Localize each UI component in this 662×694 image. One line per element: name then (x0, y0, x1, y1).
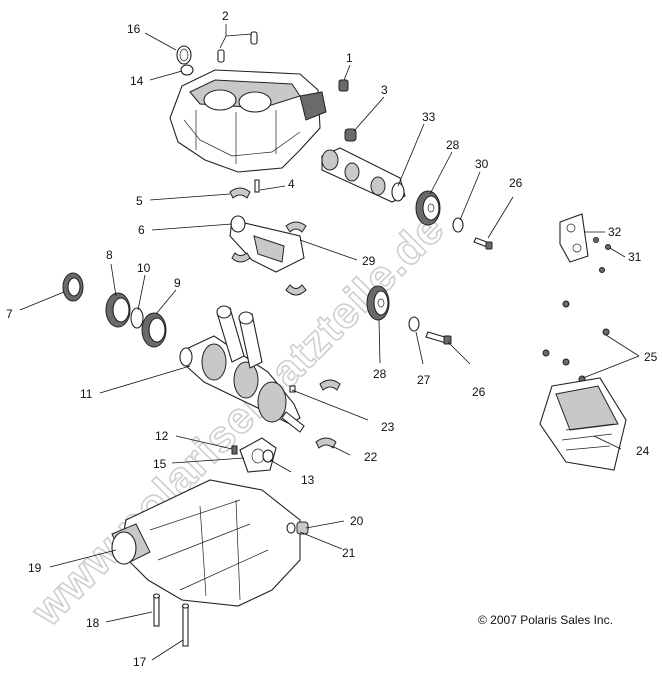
bolt-26b (425, 331, 452, 345)
callout-11: 11 (80, 387, 93, 401)
callout-17: 17 (133, 655, 147, 669)
upper-crankcase (169, 69, 327, 173)
washer-20 (286, 522, 296, 534)
crankshaft-11 (179, 305, 305, 433)
callout-13: 13 (301, 473, 315, 487)
callout-32: 32 (608, 225, 622, 239)
bearing-shell-22 (315, 437, 337, 449)
callout-30: 30 (475, 157, 489, 171)
callout-3: 3 (381, 83, 388, 97)
bolt-25d (562, 358, 570, 366)
callout-29: 29 (362, 254, 376, 268)
callout-16: 16 (127, 22, 141, 36)
copyright-text: © 2007 Polaris Sales Inc. (478, 613, 613, 627)
bolt-25b (602, 328, 610, 336)
cover-plate-32 (559, 213, 589, 263)
callout-23: 23 (381, 420, 395, 434)
callout-18: 18 (86, 616, 100, 630)
callout-6: 6 (138, 223, 145, 237)
camshaft-33 (321, 147, 406, 203)
o-ring-14 (180, 64, 194, 76)
callout-4: 4 (288, 177, 295, 191)
balance-shaft-6 (229, 215, 307, 273)
callout-26-bottom: 26 (472, 385, 486, 399)
o-ring-13 (262, 449, 274, 463)
crank-gear-28 (366, 285, 390, 321)
callout-31: 31 (628, 250, 642, 264)
callout-15: 15 (153, 457, 167, 471)
callout-27: 27 (417, 373, 431, 387)
callout-14: 14 (130, 74, 144, 88)
plug-1 (338, 79, 349, 92)
bolt-31a (593, 237, 599, 243)
bolt-12 (231, 445, 238, 455)
bushing-3 (344, 128, 357, 142)
callout-21: 21 (342, 546, 356, 560)
bearing-8 (105, 292, 131, 328)
bolt-25a (562, 300, 570, 308)
oil-baffle-24 (539, 377, 627, 471)
seal-ring-16 (176, 45, 192, 65)
stud-17 (181, 603, 190, 647)
callout-26-top: 26 (509, 176, 523, 190)
bearing-shell-23 (319, 379, 341, 391)
oil-seal-7 (62, 272, 84, 302)
callout-25: 25 (644, 350, 658, 364)
callout-28-top: 28 (446, 138, 460, 152)
callout-33: 33 (422, 110, 436, 124)
callout-5: 5 (136, 194, 143, 208)
washer-27 (408, 316, 420, 332)
pin-4 (254, 179, 260, 193)
bolt-31b (605, 244, 611, 250)
callout-10: 10 (137, 261, 151, 275)
snap-ring-10 (130, 307, 144, 329)
dowel-pin-2a (217, 49, 225, 63)
callout-20: 20 (350, 514, 364, 528)
cam-gear-28 (415, 190, 441, 226)
callout-19: 19 (28, 561, 42, 575)
bearing-shell-5 (229, 187, 251, 199)
callout-12: 12 (155, 429, 169, 443)
callout-24: 24 (636, 444, 650, 458)
callout-8: 8 (106, 248, 113, 262)
washer-30 (452, 217, 464, 233)
bolt-31c (599, 267, 605, 273)
stud-18 (152, 593, 161, 627)
callout-28-bottom: 28 (373, 367, 387, 381)
bearing-9 (141, 312, 167, 348)
bolt-25c (542, 349, 550, 357)
dowel-pin-2b (250, 31, 258, 45)
bearing-shell-29 (285, 284, 307, 296)
callout-7: 7 (6, 307, 13, 321)
pin-23 (289, 385, 296, 393)
lower-crankcase-19 (111, 479, 301, 607)
callout-2: 2 (222, 9, 229, 23)
callout-9: 9 (174, 276, 181, 290)
callout-1: 1 (346, 51, 353, 65)
callout-22: 22 (364, 450, 378, 464)
bolt-26a (473, 237, 493, 250)
